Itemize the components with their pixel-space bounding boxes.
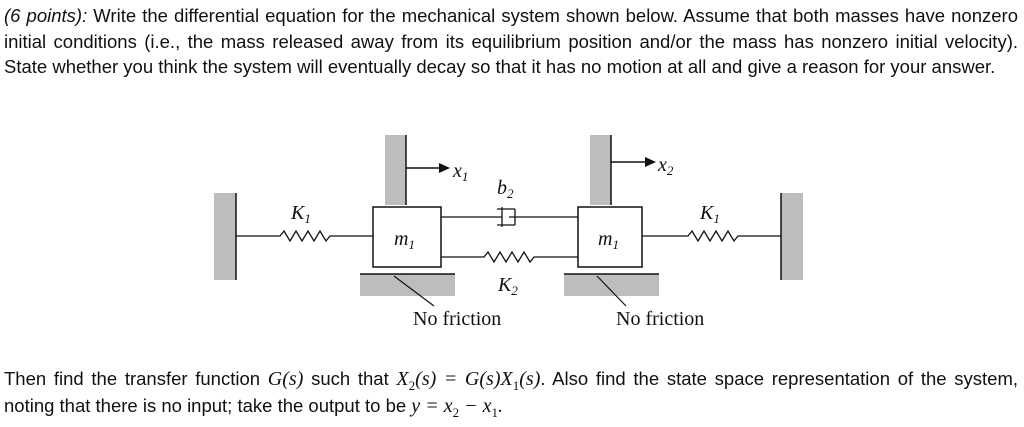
- label-x1: x1: [452, 160, 468, 184]
- mass-left-block: [372, 206, 442, 268]
- label-no-friction-left: No friction: [413, 308, 501, 330]
- points-label: (6 points):: [4, 5, 88, 26]
- displacement-arrow-x1: [406, 163, 450, 173]
- label-k1-right: K1: [699, 202, 720, 226]
- label-m1-right: m1: [598, 228, 619, 252]
- followup-text-1: Then find the transfer function: [4, 368, 268, 389]
- reference-post-left: [385, 135, 406, 205]
- left-wall: [214, 193, 236, 280]
- followup-text-2: such that: [303, 368, 397, 389]
- problem-statement: (6 points): Write the differential equat…: [4, 3, 1018, 80]
- math-output-equation: y = x2 − x1.: [411, 394, 503, 420]
- label-x2: x2: [657, 154, 674, 178]
- label-b2: b2: [497, 177, 514, 201]
- label-no-friction-right: No friction: [616, 308, 704, 330]
- spring-k1-right: [642, 229, 781, 243]
- reference-post-right: [590, 135, 611, 205]
- problem-text: Write the differential equation for the …: [4, 5, 1018, 77]
- label-m1-left: m1: [394, 228, 415, 252]
- math-G-of-s: G(s): [267, 368, 304, 390]
- spring-k2-middle: [441, 250, 578, 264]
- mass-right-block: [577, 206, 643, 268]
- displacement-arrow-x2: [611, 157, 656, 167]
- ground-left: [360, 274, 455, 296]
- followup-text-3: . Also find the state space representati…: [4, 368, 1018, 416]
- label-k1-left: K1: [290, 202, 311, 226]
- damper-b2: [441, 207, 578, 227]
- ground-right: [564, 274, 659, 296]
- math-transfer-equation: X2(s) = G(s)X1(s): [396, 368, 541, 393]
- followup-statement: Then find the transfer function G(s) suc…: [4, 366, 1018, 419]
- label-k2: K2: [497, 274, 518, 298]
- spring-k1-left: [236, 229, 373, 243]
- right-wall: [781, 193, 803, 280]
